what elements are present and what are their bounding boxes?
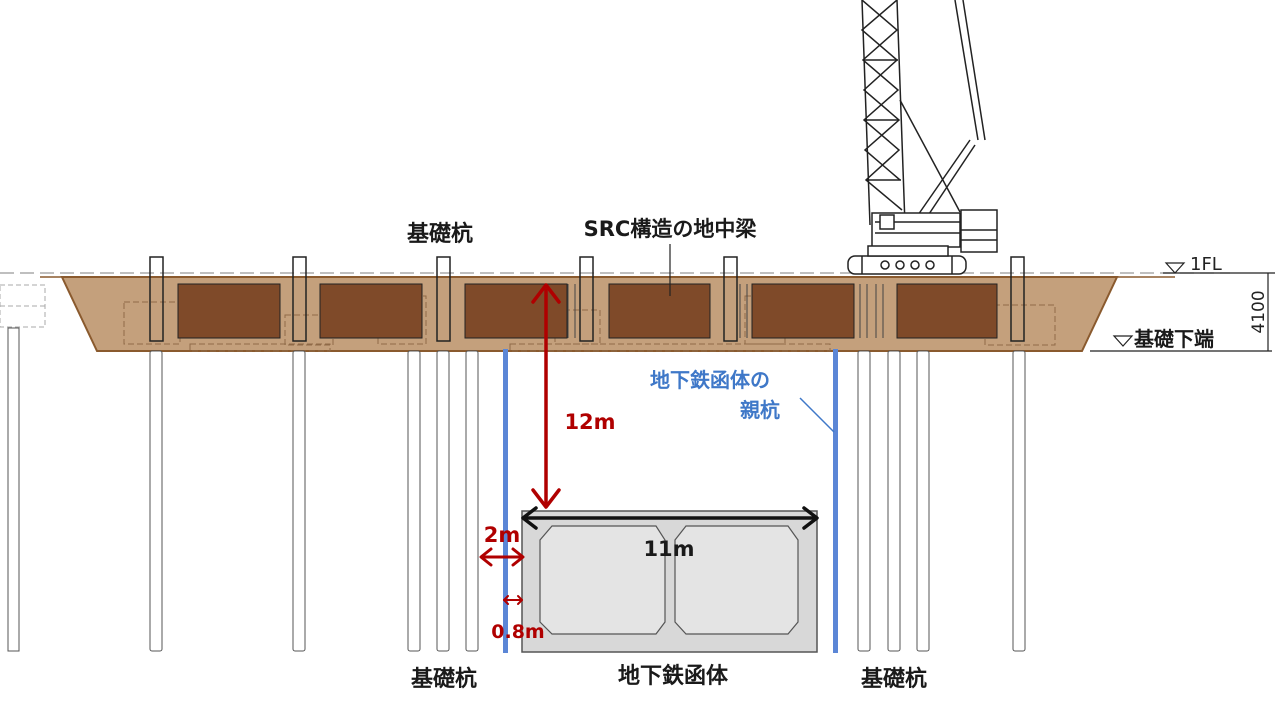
adjacent-structure <box>0 284 46 328</box>
fl-level-marker <box>1164 262 1186 274</box>
foundation-pile <box>887 350 901 652</box>
foundation-piles <box>149 350 1026 652</box>
subway-box <box>521 510 818 653</box>
foundation-pile <box>436 350 450 652</box>
clearance-label-bg <box>560 405 628 437</box>
grade-beam <box>608 283 711 339</box>
grade-beam <box>319 283 423 339</box>
crawler-crane <box>847 0 998 275</box>
grade-beam <box>751 283 855 339</box>
subway-tunnel-bore <box>539 525 666 635</box>
box-width-arrow <box>521 506 819 530</box>
adjacent-pile <box>7 327 20 652</box>
vertical-clearance-arrow <box>531 283 561 509</box>
label-pile-top: 基礎杭 <box>407 221 473 247</box>
label-subway-pile-line1: 地下鉄函体の <box>650 368 770 392</box>
label-side-gap: 2m <box>484 523 521 547</box>
label-subway-box: 地下鉄函体 <box>618 663 729 689</box>
label-depth-dimension: 4100 <box>1249 290 1269 333</box>
small-gap-arrow <box>503 595 523 605</box>
subway-soldier-pile-right <box>833 349 838 653</box>
label-src-beam: SRC構造の地中梁 <box>584 217 758 241</box>
subway-pile-leader-line <box>799 397 835 433</box>
grade-beams <box>177 283 998 339</box>
label-fl: 1FL <box>1190 254 1222 275</box>
subway-tunnel-bore <box>674 525 799 635</box>
label-pile-right-bottom: 基礎杭 <box>861 666 927 692</box>
base-level-marker <box>1112 335 1134 347</box>
level-markers <box>1090 262 1275 352</box>
foundation-pile <box>407 350 421 652</box>
label-pile-left-bottom: 基礎杭 <box>411 666 477 692</box>
beam-joints <box>567 284 884 338</box>
foundation-pile <box>292 350 306 652</box>
label-small-gap: 0.8m <box>491 621 544 643</box>
pile-heads <box>149 256 1025 342</box>
grade-beam <box>177 283 281 339</box>
subway-soldier-pile-left <box>503 349 508 653</box>
label-base-bottom: 基礎下端 <box>1134 327 1214 351</box>
label-clearance-vertical: 12m <box>564 410 615 434</box>
label-subway-pile-line2: 親杭 <box>740 398 780 422</box>
foundation-pile <box>916 350 930 652</box>
foundation-pile <box>857 350 871 652</box>
grade-beam <box>896 283 998 339</box>
foundation-pile <box>1012 350 1026 652</box>
side-gap-arrow <box>479 547 525 567</box>
foundation-pile <box>149 350 163 652</box>
label-box-width: 11m <box>643 537 694 561</box>
dimension-arrows <box>479 283 561 605</box>
foundation-pile <box>465 350 479 652</box>
